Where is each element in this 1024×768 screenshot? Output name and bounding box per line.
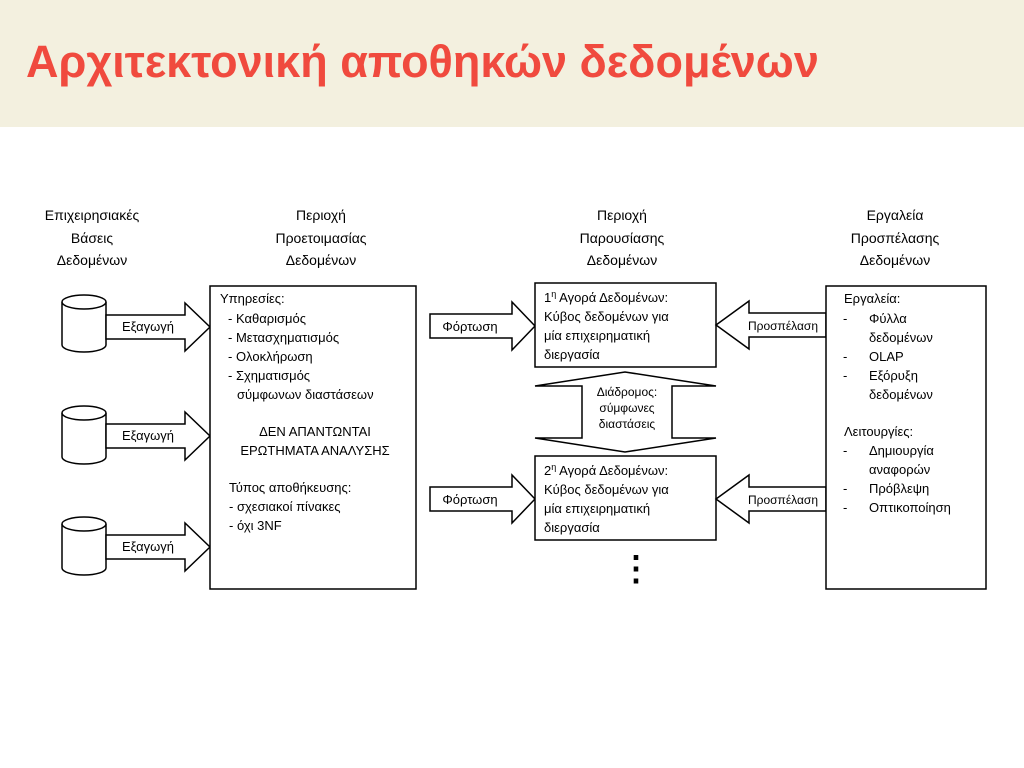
svg-text:ΔΕΝ ΑΠΑΝΤΩΝΤΑΙ: ΔΕΝ ΑΠΑΝΤΩΝΤΑΙ <box>259 424 371 439</box>
sources-heading: Επιχειρησιακές Βάσεις Δεδομένων <box>45 207 140 268</box>
svg-text:Τύπος αποθήκευσης:: Τύπος αποθήκευσης: <box>229 480 351 495</box>
svg-text:⋮: ⋮ <box>619 550 653 588</box>
svg-text:Προετοιμασίας: Προετοιμασίας <box>275 230 366 246</box>
svg-text:Δεδομένων: Δεδομένων <box>860 252 930 268</box>
staging-area-box: Υπηρεσίες: - Καθαρισμός - Μετασχηματισμό… <box>209 285 417 590</box>
svg-text:Κύβος δεδομένων για: Κύβος δεδομένων για <box>544 309 669 324</box>
svg-text:μία επιχειρηματική: μία επιχειρηματική <box>544 328 650 343</box>
svg-text:μία επιχειρηματική: μία επιχειρηματική <box>544 501 650 516</box>
svg-text:δεδομένων: δεδομένων <box>869 330 933 345</box>
svg-text:Φύλλα: Φύλλα <box>869 311 907 326</box>
svg-text:- σχεσιακοί πίνακες: - σχεσιακοί πίνακες <box>229 499 341 514</box>
svg-text:-: - <box>843 500 847 515</box>
svg-text:Δεδομένων: Δεδομένων <box>57 252 127 268</box>
svg-text:Περιοχή: Περιοχή <box>296 207 346 223</box>
svg-text:1η Αγορά Δεδομένων:: 1η Αγορά Δεδομένων: <box>544 289 668 305</box>
svg-text:Κύβος δεδομένων για: Κύβος δεδομένων για <box>544 482 669 497</box>
svg-text:Εργαλεία:: Εργαλεία: <box>844 291 900 306</box>
svg-text:-: - <box>843 349 847 364</box>
access-label: Προσπέλαση <box>748 319 818 333</box>
svg-text:Περιοχή: Περιοχή <box>597 207 647 223</box>
presentation-heading: Περιοχή Παρουσίασης Δεδομένων <box>580 207 665 268</box>
svg-text:Λειτουργίες:: Λειτουργίες: <box>844 424 913 439</box>
svg-text:Προσπέλασης: Προσπέλασης <box>851 230 940 246</box>
extract-arrow: Εξαγωγή <box>105 301 212 353</box>
svg-text:Δημιουργία: Δημιουργία <box>869 443 934 458</box>
svg-text:Επιχειρησιακές: Επιχειρησιακές <box>45 207 140 223</box>
svg-text:σύμφωνες: σύμφωνες <box>599 401 654 415</box>
svg-text:Υπηρεσίες:: Υπηρεσίες: <box>220 291 285 306</box>
extract-label: Εξαγωγή <box>122 319 174 334</box>
access-arrow: Προσπέλαση <box>714 473 827 525</box>
svg-text:-: - <box>843 368 847 383</box>
svg-text:ΕΡΩΤΗΜΑΤΑ ΑΝΑΛΥΣΗΣ: ΕΡΩΤΗΜΑΤΑ ΑΝΑΛΥΣΗΣ <box>240 443 389 458</box>
load-label: Φόρτωση <box>442 319 497 334</box>
svg-text:αναφορών: αναφορών <box>869 462 930 477</box>
svg-text:Δεδομένων: Δεδομένων <box>286 252 356 268</box>
svg-text:- Ολοκλήρωση: - Ολοκλήρωση <box>228 349 313 364</box>
svg-text:Εργαλεία: Εργαλεία <box>867 207 924 223</box>
load-arrow: Φόρτωση <box>429 300 537 352</box>
data-mart-box: 1η Αγορά Δεδομένων: Κύβος δεδομένων για … <box>534 282 717 368</box>
svg-text:-: - <box>843 443 847 458</box>
svg-text:- Καθαρισμός: - Καθαρισμός <box>228 311 306 326</box>
svg-text:Διάδρομος:: Διάδρομος: <box>597 385 658 399</box>
svg-text:διαστάσεις: διαστάσεις <box>599 417 656 431</box>
svg-text:Εξόρυξη: Εξόρυξη <box>869 368 918 383</box>
svg-text:δεδομένων: δεδομένων <box>869 387 933 402</box>
database-cylinder-icon <box>61 516 107 576</box>
svg-text:OLAP: OLAP <box>869 349 904 364</box>
database-cylinder-icon <box>61 294 107 353</box>
svg-text:Οπτικοποίηση: Οπτικοποίηση <box>869 500 951 515</box>
svg-text:σύμφωνων διαστάσεων: σύμφωνων διαστάσεων <box>237 387 374 402</box>
extract-label: Εξαγωγή <box>122 539 174 554</box>
svg-text:διεργασία: διεργασία <box>544 347 600 362</box>
access-label: Προσπέλαση <box>748 493 818 507</box>
svg-text:- Σχηματισμός: - Σχηματισμός <box>228 368 310 383</box>
extract-arrow: Εξαγωγή <box>105 410 212 462</box>
database-cylinder-icon <box>61 405 107 465</box>
continuation-dots: ⋮ <box>619 550 653 588</box>
svg-text:2η Αγορά Δεδομένων:: 2η Αγορά Δεδομένων: <box>544 462 668 478</box>
svg-text:- όχι 3NF: - όχι 3NF <box>229 518 282 533</box>
svg-text:-: - <box>843 311 847 326</box>
svg-text:διεργασία: διεργασία <box>544 520 600 535</box>
slide-title: Αρχιτεκτονική αποθηκών δεδομένων <box>26 36 819 87</box>
svg-text:- Μετασχηματισμός: - Μετασχηματισμός <box>228 330 339 345</box>
svg-text:Βάσεις: Βάσεις <box>71 230 113 246</box>
load-label: Φόρτωση <box>442 492 497 507</box>
svg-text:Πρόβλεψη: Πρόβλεψη <box>869 481 929 496</box>
access-tools-box: Εργαλεία: - Φύλλα δεδομένων - OLAP - Εξό… <box>825 285 987 590</box>
data-mart-box: 2η Αγορά Δεδομένων: Κύβος δεδομένων για … <box>534 455 717 541</box>
load-arrow: Φόρτωση <box>429 473 537 525</box>
title-band <box>0 0 1024 127</box>
access-arrow: Προσπέλαση <box>714 299 827 351</box>
svg-text:Δεδομένων: Δεδομένων <box>587 252 657 268</box>
access-tools-heading: Εργαλεία Προσπέλασης Δεδομένων <box>851 207 940 268</box>
svg-text:-: - <box>843 481 847 496</box>
conformed-dimensions-bus: Διάδρομος: σύμφωνες διαστάσεις <box>534 371 717 453</box>
extract-label: Εξαγωγή <box>122 428 174 443</box>
svg-text:Παρουσίασης: Παρουσίασης <box>580 230 665 246</box>
extract-arrow: Εξαγωγή <box>105 521 212 573</box>
staging-heading: Περιοχή Προετοιμασίας Δεδομένων <box>275 207 366 268</box>
